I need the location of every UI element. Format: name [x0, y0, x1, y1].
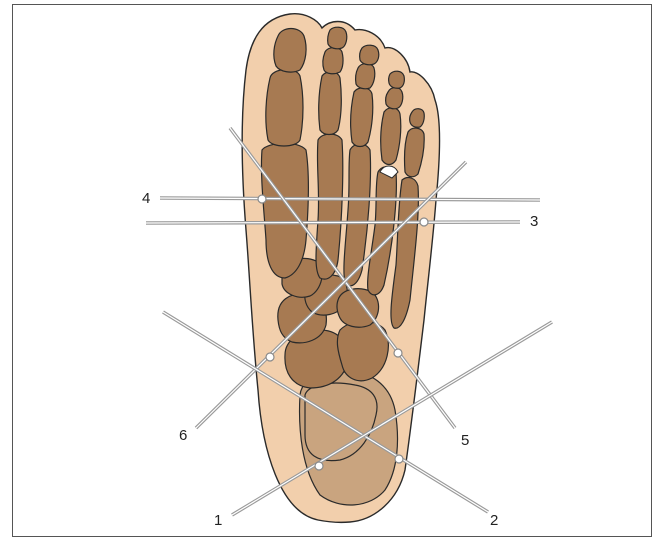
label-1: 1 — [214, 513, 222, 528]
metatarsal-2-bone — [316, 134, 343, 279]
toe-5-middle-phalanx — [410, 109, 425, 128]
marker-1 — [315, 462, 323, 470]
toe-2-middle-phalanx — [323, 48, 343, 74]
toe-2-proximal-phalanx — [319, 72, 342, 135]
label-2: 2 — [490, 513, 498, 528]
marker-3 — [420, 218, 428, 226]
label-3: 3 — [530, 214, 538, 229]
marker-5 — [394, 349, 402, 357]
marker-6 — [266, 353, 274, 361]
label-6: 6 — [179, 428, 187, 443]
label-5: 5 — [461, 433, 469, 448]
toe-3-proximal-phalanx — [351, 88, 373, 147]
label-4: 4 — [142, 191, 150, 206]
toe-1-proximal-phalanx — [266, 69, 303, 146]
toe-3-middle-phalanx — [356, 64, 375, 89]
marker-2 — [395, 455, 403, 463]
marker-4 — [258, 195, 266, 203]
toe-2-distal-phalanx — [328, 27, 347, 49]
toe-1-distal-phalanx — [274, 29, 306, 73]
metatarsal-1-bone — [261, 143, 308, 278]
toe-4-middle-phalanx — [386, 88, 403, 109]
toe-3-distal-phalanx — [360, 45, 379, 65]
toe-4-distal-phalanx — [389, 71, 405, 88]
